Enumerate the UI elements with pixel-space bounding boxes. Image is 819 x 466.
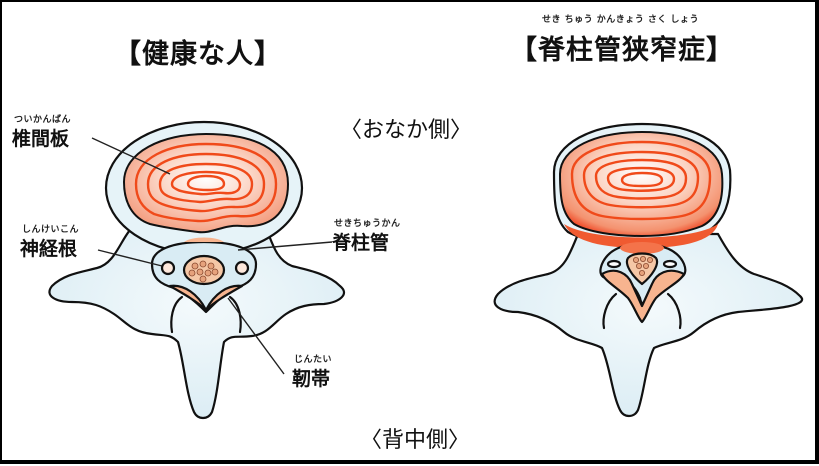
ligament-label-ruby: じんたい (294, 355, 333, 365)
ligament-label: 靭帯 (292, 368, 331, 390)
stenosis-title: 【脊柱管狭窄症】 (510, 35, 734, 66)
healthy-ligament (168, 284, 244, 312)
spinal-canal-label: 脊柱管 (332, 232, 390, 254)
healthy-vertebra (48, 120, 346, 420)
nerve-root-label-ruby: しんけいこん (22, 225, 80, 235)
back-side-label: 〈背中側〉 (360, 428, 471, 453)
leader-lines (91, 137, 333, 375)
stenosis-ligament (600, 269, 686, 324)
disc-label: 椎間板 (12, 128, 70, 150)
nerve-root-label: 神経根 (20, 238, 78, 260)
stenosis-title-ruby: せき ちゅう かんきょう さく しょう (542, 15, 700, 25)
healthy-nerve-root-left (160, 260, 176, 276)
healthy-title: 【健康な人】 (114, 39, 282, 70)
stenosis-vertebral-arch (493, 232, 804, 418)
front-side-label: 〈おなか側〉 (340, 118, 473, 143)
stenosis-vertebra (493, 122, 804, 418)
healthy-vertebral-arch (48, 226, 346, 420)
stenosis-nerve-root-right (662, 259, 678, 269)
stenosis-nerve-root-left (606, 259, 622, 269)
healthy-nerve-root-right (234, 260, 250, 276)
healthy-disc (123, 133, 289, 234)
disc-label-ruby: ついかんばん (14, 115, 72, 125)
spinal-canal-label-ruby: せきちゅうかん (334, 219, 401, 229)
